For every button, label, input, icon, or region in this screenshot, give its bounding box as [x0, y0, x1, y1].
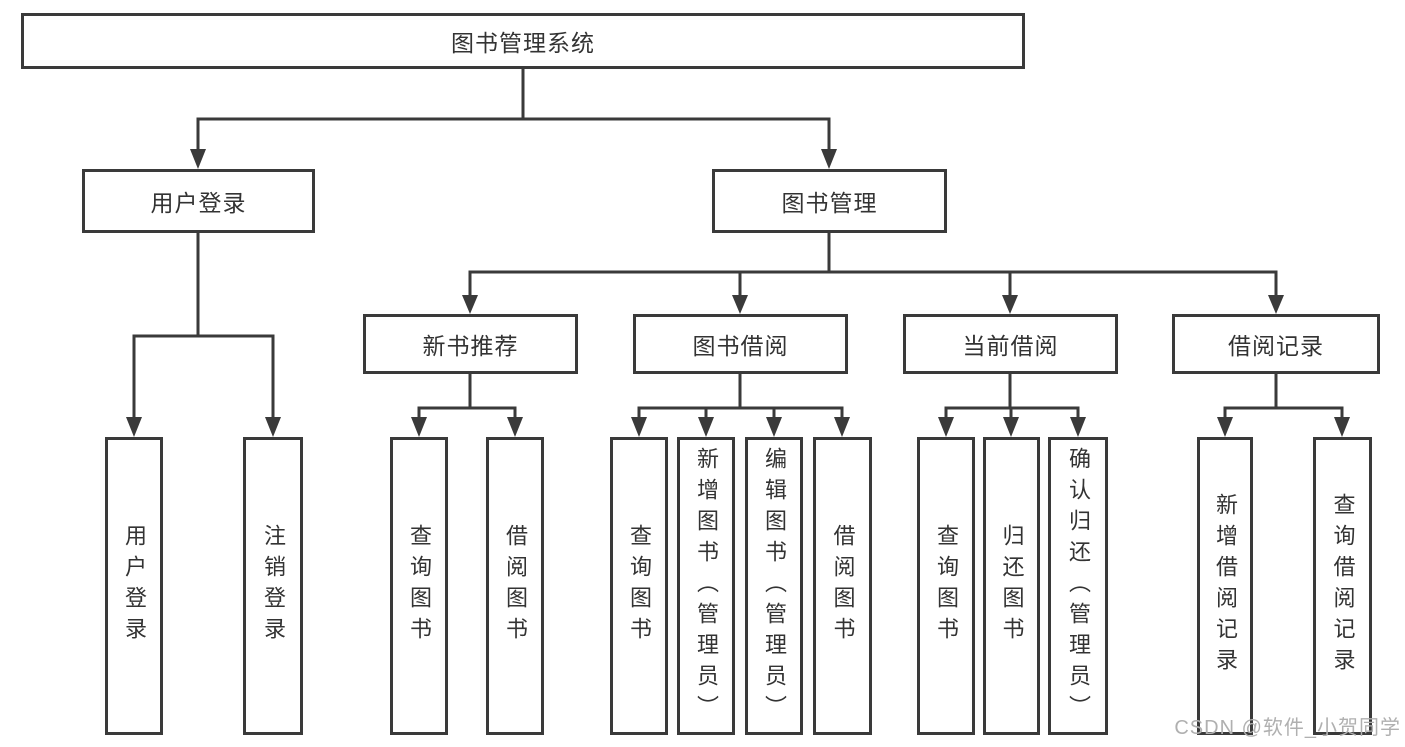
node-book-borrow: 图书借阅 [633, 314, 848, 374]
arrowhead [834, 417, 850, 437]
edge-root-to-level2 [190, 66, 837, 169]
node-leaf-label: 注销登录 [261, 524, 286, 648]
node-leaf-label: 查询图书 [627, 524, 652, 648]
edge-borrow-records-children [1217, 372, 1350, 437]
arrowhead [126, 417, 142, 437]
node-leaf-label: 查询图书 [934, 524, 959, 648]
node-leaf-label: 编辑图书（管理员） [762, 446, 787, 726]
edge-new-book-rec-children [411, 372, 523, 437]
arrowhead [190, 149, 206, 169]
arrowhead [1070, 417, 1086, 437]
node-leaf-cb-confirm-return-admin: 确认归还（管理员） [1048, 437, 1108, 735]
node-leaf-bb-borrow-books: 借阅图书 [813, 437, 872, 735]
node-leaf-bb-query-books: 查询图书 [610, 437, 668, 735]
node-leaf-user-login: 用户登录 [105, 437, 163, 735]
node-book-management: 图书管理 [712, 169, 947, 233]
node-leaf-br-add-record: 新增借阅记录 [1197, 437, 1253, 735]
csdn-watermark: CSDN @软件_小贺同学 [1174, 717, 1401, 739]
edge-user-login-children [126, 231, 281, 437]
node-leaf-label: 借阅图书 [830, 524, 856, 648]
node-leaf-label: 新增图书（管理员） [694, 446, 719, 726]
node-user-login: 用户登录 [82, 169, 315, 233]
arrowhead [732, 295, 748, 314]
node-root-library-system: 图书管理系统 [21, 13, 1025, 69]
node-leaf-label: 查询图书 [407, 524, 432, 648]
edge-book-borrow-children [631, 372, 850, 437]
arrowhead [462, 295, 478, 314]
arrowhead [1268, 295, 1284, 314]
arrowhead [1003, 417, 1019, 437]
node-new-book-recommend: 新书推荐 [363, 314, 578, 374]
node-leaf-bb-edit-books-admin: 编辑图书（管理员） [745, 437, 803, 735]
node-leaf-label: 借阅图书 [503, 524, 528, 648]
node-borrow-records: 借阅记录 [1172, 314, 1380, 374]
arrowhead [698, 417, 714, 437]
node-leaf-nb-query-books: 查询图书 [390, 437, 448, 735]
edge-current-borrow-children [938, 372, 1086, 437]
arrowhead [411, 417, 427, 437]
arrowhead [1217, 417, 1233, 437]
arrowhead [766, 417, 782, 437]
node-leaf-label: 查询借阅记录 [1330, 493, 1356, 679]
arrowhead [821, 149, 837, 169]
arrowhead [1334, 417, 1350, 437]
node-current-borrow: 当前借阅 [903, 314, 1118, 374]
arrowhead [507, 417, 523, 437]
node-leaf-label: 归还图书 [999, 524, 1025, 648]
node-leaf-nb-borrow-books: 借阅图书 [486, 437, 544, 735]
node-leaf-bb-add-books-admin: 新增图书（管理员） [677, 437, 735, 735]
arrowhead [631, 417, 647, 437]
node-leaf-cb-query-books: 查询图书 [917, 437, 975, 735]
node-leaf-label: 确认归还（管理员） [1066, 446, 1091, 726]
edge-book-mgmt-children [462, 231, 1284, 314]
node-leaf-logout: 注销登录 [243, 437, 303, 735]
node-leaf-br-query-record: 查询借阅记录 [1313, 437, 1372, 735]
node-leaf-label: 用户登录 [122, 524, 147, 648]
arrowhead [938, 417, 954, 437]
node-leaf-label: 新增借阅记录 [1213, 493, 1238, 679]
node-leaf-cb-return-books: 归还图书 [983, 437, 1040, 735]
arrowhead [265, 417, 281, 437]
arrowhead [1002, 295, 1018, 314]
